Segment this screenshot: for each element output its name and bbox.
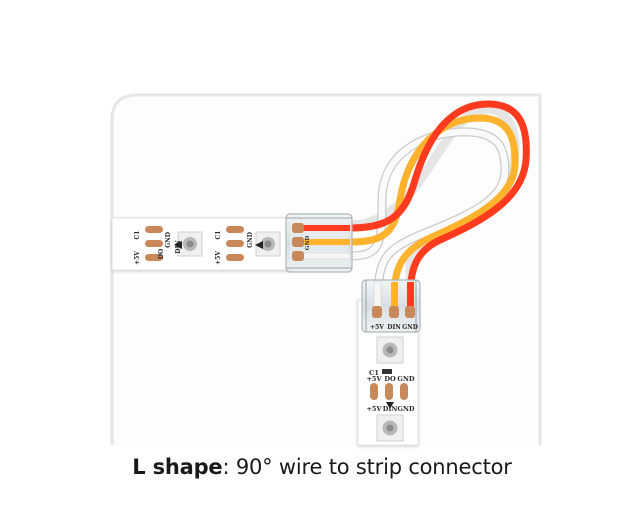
caption: L shape: 90° wire to strip connector [0,455,644,479]
label-plus5v-v2: +5V [366,405,382,413]
connector-label-plus5v: +5V [370,324,384,331]
caption-rest: : 90° wire to strip connector [222,455,512,479]
vertical-strip-leds [376,336,404,442]
yellow-wire [346,114,519,304]
label-c1-v: C1 [369,369,379,377]
label-plus5v-v: +5V [366,375,382,383]
label-gnd: GND [165,232,172,248]
label-c1-2: C1 [215,231,222,240]
connector-label-gnd-h: GND [305,236,311,251]
vertical-connector: +5V DIN GND [361,279,421,333]
label-din-v: DIN [383,405,398,413]
label-gnd-v: GND [397,375,414,383]
connector-label-gnd: GND [402,324,418,331]
vertical-strip-pads [370,383,408,400]
label-plus5v: +5V [134,251,141,265]
horizontal-strip-labels: GND DO DIN +5V C1 GND +5V C1 [134,231,263,265]
vertical-strip-labels: C1 +5V DO GND +5V DIN GND [366,369,415,413]
horizontal-strip-leds [177,231,281,257]
horizontal-connector: GND [285,213,353,273]
red-wire [346,100,530,304]
label-do: DO [158,249,165,259]
label-gnd-v2: GND [397,405,414,413]
label-c1: C1 [134,231,141,240]
label-gnd-2: GND [247,232,254,248]
horizontal-strip-pads [145,226,244,261]
label-plus5v-2: +5V [215,251,222,265]
connector-label-din: DIN [387,324,401,331]
connector-wires [345,100,530,305]
caption-bold: L shape [132,455,223,479]
label-do-v: DO [384,375,396,383]
